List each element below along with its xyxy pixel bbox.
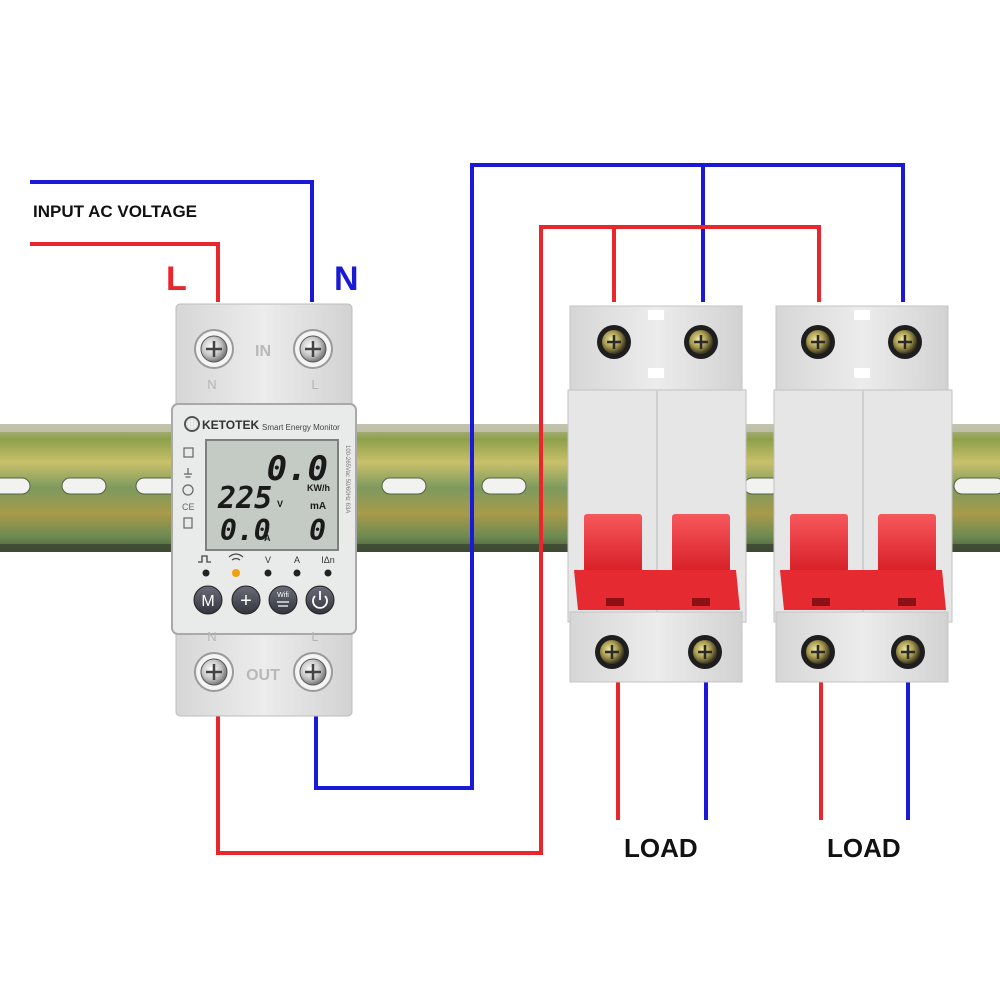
circuit-breaker-2 [773,305,953,683]
lcd-voltage-value: 225 [217,481,272,516]
wifi-button[interactable]: Wifi [268,585,298,615]
meter-in-label: IN [255,343,271,360]
meter-out-live-wire [216,225,821,855]
plus-button-label: + [240,590,252,612]
power-icon [312,591,328,609]
meter-in-n-label: N [207,377,216,392]
one-icon [182,484,194,496]
lcd-energy-value: 0.0 [267,449,328,489]
lcd-current-unit: A [264,533,271,543]
input-ac-voltage-label: INPUT AC VOLTAGE [33,202,197,221]
breaker2-top-screw-right[interactable] [888,325,922,359]
recycle-bin-icon [183,517,193,529]
lcd-voltage-unit: V [277,499,283,509]
breaker1-lever[interactable] [574,514,740,610]
wifi-indicator-icon [228,553,244,561]
meter-out-l-label: L [311,629,318,644]
lcd-energy-unit: KW/h [307,483,330,493]
breaker2-bottom-screw-left[interactable] [801,635,835,669]
led-pulse [202,569,210,577]
meter-side-icons: CE [182,447,195,529]
mode-button[interactable]: M [193,585,223,615]
meter-side-spec: 100-265Vac 50/60Hz 63A [344,445,350,513]
brand-name: KETOTEK [202,418,259,432]
breaker2-top-screw-left[interactable] [801,325,835,359]
neutral-label: N [334,260,359,298]
live-wires [30,225,823,855]
pulse-icon [198,555,211,563]
neutral-wires [30,163,910,820]
breaker1-top-screw-right[interactable] [684,325,718,359]
lcd-current-value: 0.0 [220,514,271,547]
wifi-button-label: Wifi [277,592,289,599]
indicator-v-label: V [265,555,271,565]
live-label: L [166,260,187,298]
meter-out-label: OUT [246,667,280,684]
led-current [293,569,301,577]
ground-icon [184,468,192,478]
breaker2-bottom-screw-right[interactable] [891,635,925,669]
input-live-wire [30,242,220,302]
led-voltage [264,569,272,577]
lcd-screen [205,439,339,551]
mode-button-label: M [201,593,214,610]
ce-mark: CE [182,502,195,512]
power-button[interactable] [305,585,335,615]
meter-out-screw-l[interactable] [293,652,333,692]
meter-in-screw-l[interactable] [293,329,333,369]
load-label-right: LOAD [827,833,901,863]
breaker1-bottom-screw-right[interactable] [688,635,722,669]
display-icon [183,447,194,458]
wifi-button-icon [277,601,289,607]
meter-in-l-label: L [311,377,318,392]
din-rail-slots [0,477,1000,495]
meter-in-screw-n[interactable] [194,329,234,369]
meter-out-screw-n[interactable] [194,652,234,692]
breaker2-lever[interactable] [780,514,946,610]
meter-out-n-label: N [207,629,216,644]
led-leakage [324,569,332,577]
breaker1-top-screw-left[interactable] [597,325,631,359]
smart-energy-meter: IN N L KETOTEK Smart Energy Monitor CE 0… [171,303,357,717]
brand-logo-icon [184,416,200,432]
meter-out-neutral-wire [314,163,905,790]
product-name: Smart Energy Monitor [262,423,340,432]
breaker1-bottom-screw-left[interactable] [595,635,629,669]
indicator-a-label: A [294,555,300,565]
input-neutral-wire [30,180,314,302]
led-wifi [232,569,240,577]
plus-button[interactable]: + [231,585,261,615]
circuit-breaker-1 [567,305,747,683]
lcd-leakage-unit: mA [310,501,326,512]
lcd-leakage-value: 0 [309,514,326,547]
indicator-leak-label: IΔn [321,555,335,565]
load-label-left: LOAD [624,833,698,863]
